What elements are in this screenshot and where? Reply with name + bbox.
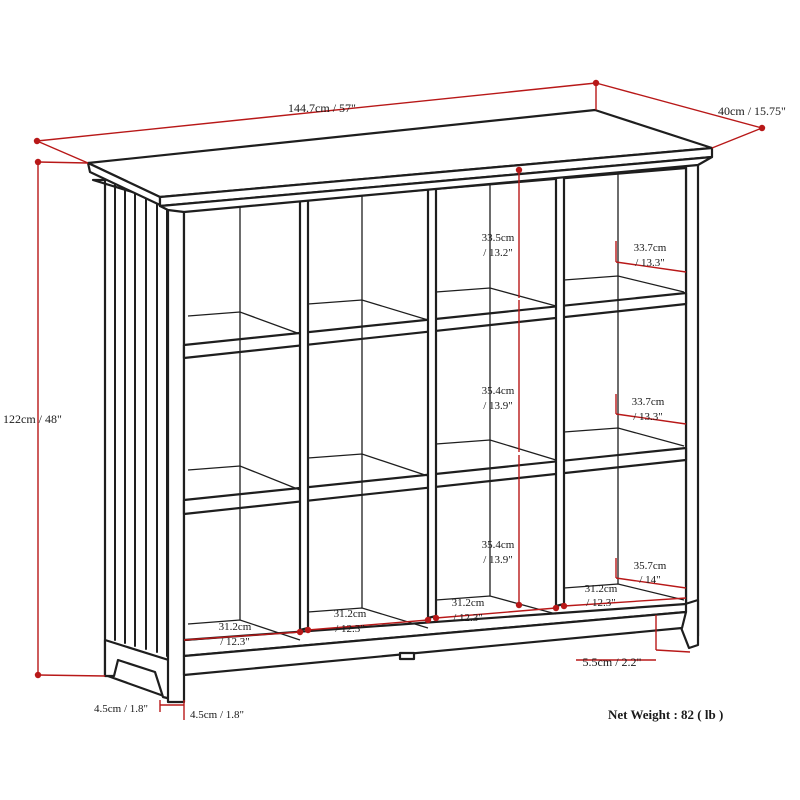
base-notch — [398, 651, 416, 661]
cube-width-line — [435, 607, 557, 619]
cube-width-line — [183, 631, 301, 641]
cube-width-4-label-2: / 12.3" — [586, 597, 616, 609]
depth-extension — [711, 127, 763, 149]
leg-clearance-label: 5.5cm / 2.2" — [583, 655, 642, 669]
width-extension — [36, 140, 89, 164]
cube-width-line — [307, 619, 429, 631]
cube-height-mid-label-2: / 13.9" — [483, 400, 513, 412]
cube-width-line — [563, 597, 687, 607]
height-extension — [37, 674, 106, 677]
net-weight-label: Net Weight : 82 ( lb ) — [608, 707, 723, 722]
overall-depth-label: 40cm / 15.75" — [718, 104, 786, 118]
cube-height-mid-label-1: 35.4cm — [482, 385, 515, 397]
height-extension — [37, 161, 89, 164]
depth-dimension-line — [595, 82, 763, 129]
cube-width-1-label-2: / 12.3" — [220, 636, 250, 648]
cube-width-3-label-2: / 12.3" — [453, 612, 483, 624]
depth-bot-line — [615, 577, 687, 589]
cube-width-dot — [560, 602, 568, 610]
front-left-post — [166, 201, 186, 704]
leg-left-label: 4.5cm / 1.8" — [94, 703, 148, 715]
divider-3 — [554, 173, 566, 608]
divider-2 — [426, 184, 438, 620]
depth-top-line — [615, 261, 687, 273]
cube-height-top-label-1: 33.5cm — [482, 232, 515, 244]
cube-width-dot — [432, 614, 440, 622]
cube-depth-mid-label-1: 33.7cm — [632, 396, 665, 408]
overall-width-label: 144.7cm / 57" — [288, 101, 356, 115]
cube-width-3-label-1: 31.2cm — [452, 597, 485, 609]
divider-1 — [298, 195, 310, 632]
cube-depth-bot-label-1: 35.7cm — [634, 560, 667, 572]
width-dimension-line — [36, 82, 597, 142]
crown-molding — [158, 155, 714, 214]
cube-height-bot-label-2: / 13.9" — [483, 554, 513, 566]
overall-height-label: 122cm / 48" — [3, 412, 62, 426]
cube-interiors — [187, 174, 685, 641]
leg-right-label: 4.5cm / 1.8" — [190, 709, 244, 721]
front-right-post — [684, 155, 700, 638]
cube-width-dot — [304, 626, 312, 634]
cube-width-dot — [552, 604, 560, 612]
cube-width-dot — [296, 628, 304, 636]
bookcase-drawing — [86, 108, 714, 704]
cube-width-1-label-1: 31.2cm — [219, 621, 252, 633]
cube-height-dot — [515, 166, 523, 174]
cube-width-2-label-1: 31.2cm — [334, 608, 367, 620]
cube-depth-mid-label-2: / 13.3" — [633, 411, 663, 423]
cube-height-top-label-2: / 13.2" — [483, 247, 513, 259]
depth-mid-line — [615, 413, 687, 425]
cube-height-bot-label-1: 35.4cm — [482, 539, 515, 551]
cube-height-dot — [515, 601, 523, 609]
cube-depth-bot-label-2: / 14" — [639, 574, 660, 586]
cube-width-dot — [424, 616, 432, 624]
base-front — [182, 610, 688, 677]
cube-depth-top-label-2: / 13.3" — [635, 257, 665, 269]
dimension-lines — [33, 79, 766, 720]
dimension-labels: 144.7cm / 57" 40cm / 15.75" 122cm / 48" … — [3, 101, 786, 722]
cube-depth-top-label-1: 33.7cm — [634, 242, 667, 254]
cube-width-2-label-2: / 12.3" — [335, 623, 365, 635]
leg-clearance-line — [655, 649, 691, 653]
cube-width-4-label-1: 31.2cm — [585, 583, 618, 595]
